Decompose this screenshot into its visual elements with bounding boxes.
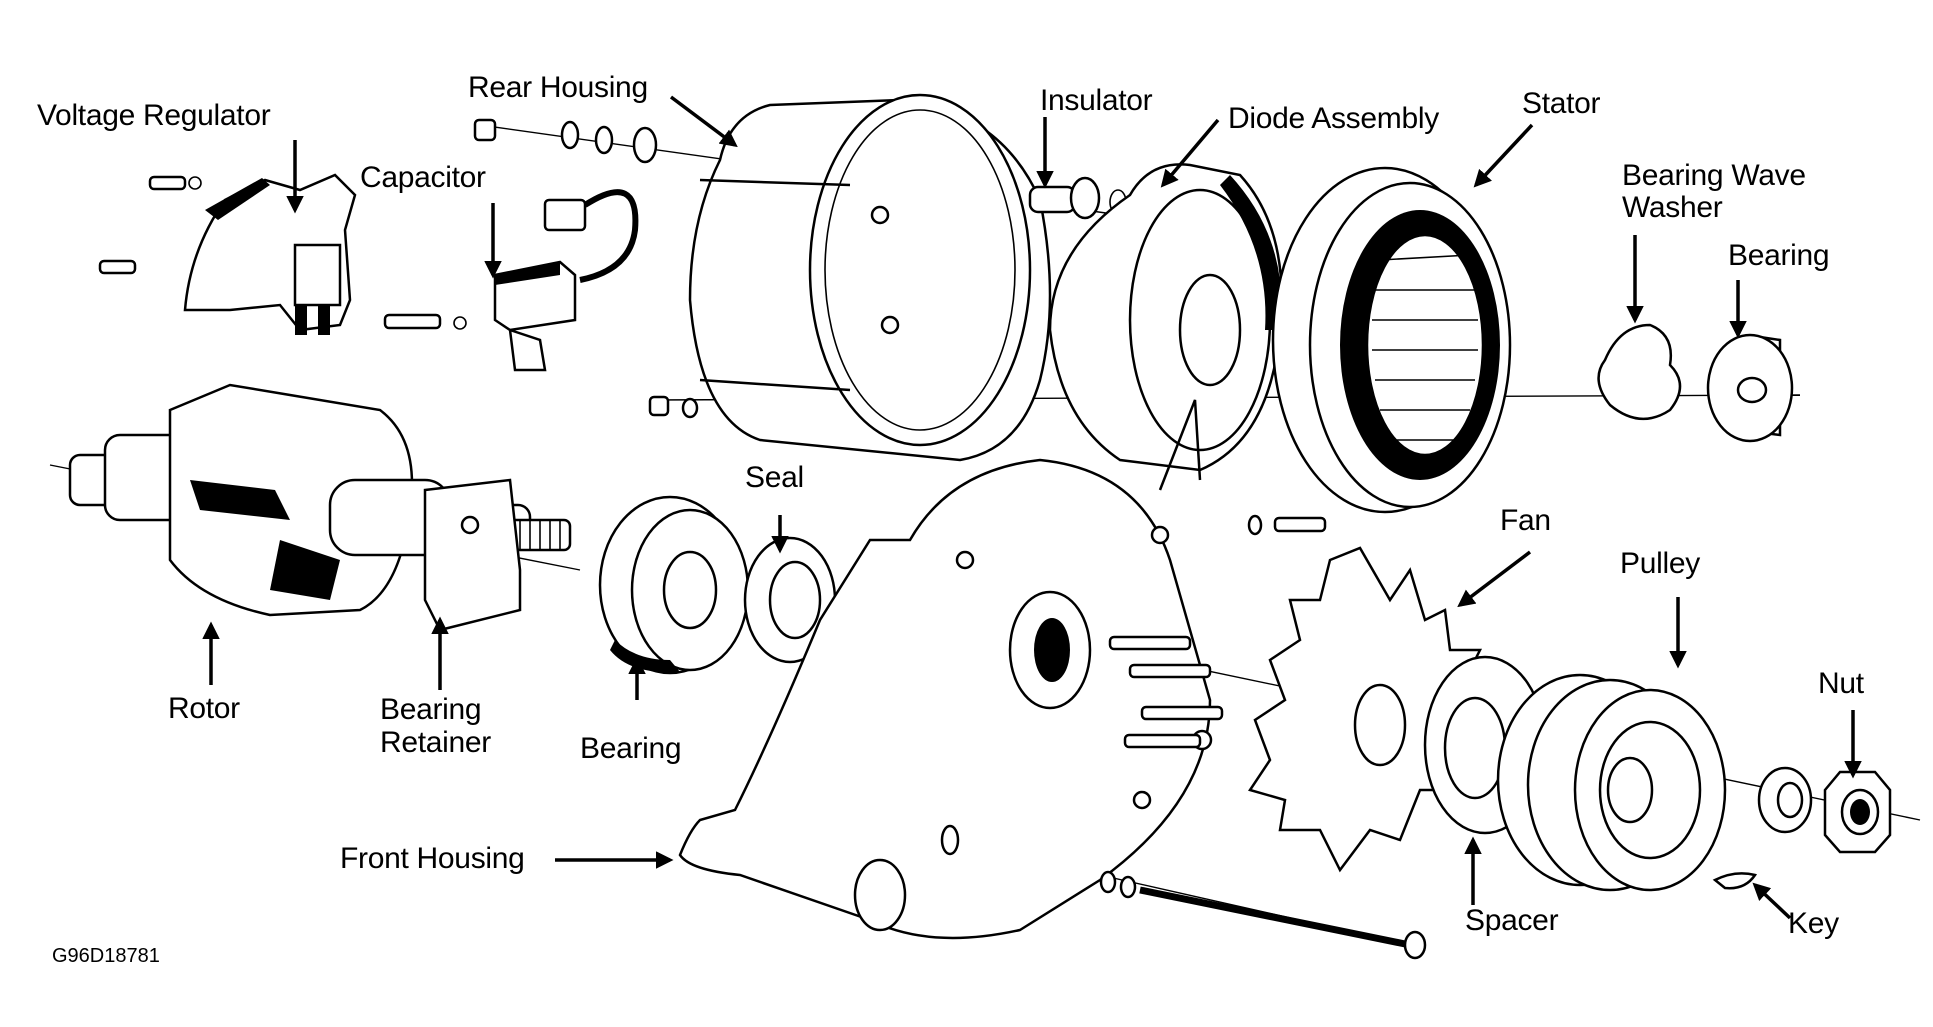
rear-housing-part	[688, 93, 1052, 462]
capacitor-part	[383, 189, 639, 372]
label-rotor: Rotor	[168, 692, 240, 725]
stator-part	[1271, 166, 1512, 514]
label-pulley: Pulley	[1620, 547, 1700, 580]
bearing-wave-washer-part	[1597, 323, 1682, 421]
figure-code: G96D18781	[52, 945, 160, 967]
seal-part	[743, 536, 837, 664]
label-seal: Seal	[745, 461, 804, 494]
pulley-part	[1496, 673, 1727, 892]
label-insulator: Insulator	[1040, 84, 1153, 117]
rear-housing-hardware	[473, 118, 699, 419]
label-bearing-front: Bearing	[580, 732, 682, 765]
nut-part	[1823, 770, 1892, 854]
label-spacer: Spacer	[1465, 904, 1559, 937]
bearing-retainer-part	[423, 478, 522, 632]
label-bearing-retainer: Bearing Retainer	[380, 693, 491, 759]
label-voltage-regulator: Voltage Regulator	[37, 99, 271, 132]
label-rear-housing: Rear Housing	[468, 71, 648, 104]
diode-assembly-part	[1048, 163, 1327, 536]
front-housing-part	[678, 458, 1224, 940]
through-bolt-part	[1099, 870, 1427, 960]
insulator-part	[1028, 176, 1127, 220]
label-bearing-rear: Bearing	[1728, 239, 1830, 272]
rear-bearing-part	[1706, 333, 1794, 443]
label-stator: Stator	[1522, 87, 1601, 120]
voltage-regulator-part	[98, 173, 357, 335]
label-diode-assembly: Diode Assembly	[1228, 102, 1439, 135]
fan-part	[1248, 546, 1483, 873]
label-key: Key	[1788, 907, 1839, 940]
lock-washer-part	[1757, 766, 1813, 834]
label-capacitor: Capacitor	[360, 161, 486, 194]
label-nut: Nut	[1818, 667, 1864, 700]
front-bearing-part	[598, 495, 750, 675]
label-front-housing: Front Housing	[340, 842, 525, 875]
key-part	[1712, 872, 1758, 890]
label-bearing-wave-washer: Bearing Wave Washer	[1622, 159, 1806, 224]
leader-arrows	[202, 95, 1862, 920]
rotor-part	[68, 383, 572, 617]
label-fan: Fan	[1500, 504, 1551, 537]
